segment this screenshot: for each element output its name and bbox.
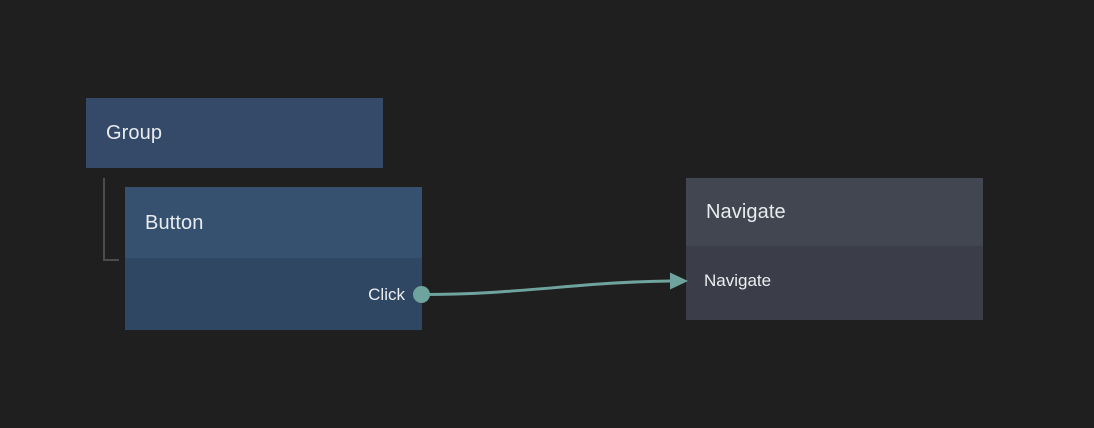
port-dot-click[interactable] [413, 286, 430, 303]
node-group-title: Group [106, 122, 163, 144]
node-navigate-body: Navigate [686, 246, 983, 320]
node-button-body: Click [125, 258, 422, 330]
node-navigate-header[interactable]: Navigate [686, 178, 983, 246]
node-group-header[interactable]: Group [86, 98, 383, 168]
node-navigate-title: Navigate [706, 201, 786, 223]
port-button-click-label: Click [368, 285, 405, 304]
port-button-click[interactable]: Click [368, 286, 405, 303]
edge-click-to-navigate[interactable] [420, 279, 672, 296]
node-group[interactable]: Group [86, 98, 383, 168]
node-navigate[interactable]: Navigate Navigate [686, 178, 983, 320]
group-child-bracket [103, 178, 119, 261]
port-navigate-input[interactable]: Navigate [704, 272, 771, 289]
node-button-header[interactable]: Button [125, 187, 422, 258]
port-navigate-input-label: Navigate [704, 271, 772, 290]
node-button-title: Button [145, 211, 204, 234]
node-button[interactable]: Button Click [125, 187, 422, 330]
